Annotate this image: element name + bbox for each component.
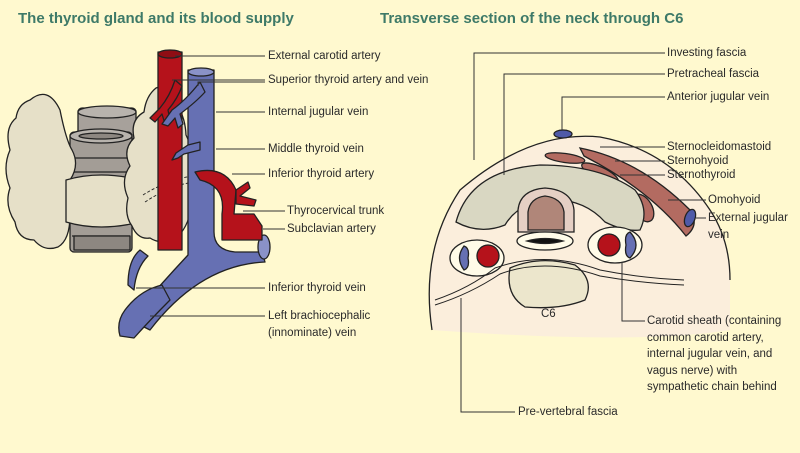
left-leader-lines bbox=[136, 55, 285, 317]
label-sternothyroid: Sternothyroid bbox=[667, 169, 736, 181]
sternohyoid-muscle bbox=[544, 152, 586, 164]
inferior-thyroid-artery bbox=[194, 169, 263, 241]
label-internal-jugular-vein: Internal jugular vein bbox=[268, 106, 369, 118]
sternocleidomastoid-muscle bbox=[578, 147, 695, 237]
label-line: External jugular bbox=[708, 212, 788, 224]
label-line: Left brachiocephalic bbox=[268, 310, 371, 322]
label-sternohyoid: Sternohyoid bbox=[667, 155, 729, 167]
label-external-carotid-artery: External carotid artery bbox=[268, 50, 381, 62]
label-investing-fascia: Investing fascia bbox=[667, 47, 747, 59]
label-sternocleidomastoid: Sternocleidomastoid bbox=[667, 141, 772, 153]
c6-vertebra bbox=[508, 260, 589, 309]
middle-thyroid-vein bbox=[171, 141, 201, 161]
external-jugular-vein bbox=[683, 208, 697, 228]
label-pretracheal-fascia: Pretracheal fascia bbox=[667, 68, 760, 80]
left-panel-title: The thyroid gland and its blood supply bbox=[18, 10, 294, 27]
right-leader-lines bbox=[460, 52, 706, 413]
thyroid-left-lobe bbox=[5, 93, 77, 250]
superior-thyroid-vein bbox=[161, 81, 206, 129]
anterior-jugular-vein bbox=[553, 129, 573, 139]
label-external-jugular-vein: External jugular vein bbox=[708, 210, 788, 243]
label-line: sympathetic chain behind bbox=[647, 381, 777, 393]
label-omohyoid: Omohyoid bbox=[708, 194, 761, 206]
label-subclavian-artery: Subclavian artery bbox=[287, 223, 376, 235]
label-line: vagus nerve) with bbox=[647, 364, 738, 377]
label-line: internal jugular vein, and bbox=[647, 348, 773, 360]
label-prevertebral-fascia: Pre-vertebral fascia bbox=[518, 406, 618, 418]
label-inferior-thyroid-vein: Inferior thyroid vein bbox=[268, 282, 366, 294]
thyroid-illustration bbox=[5, 49, 271, 339]
label-line: vein bbox=[708, 228, 730, 241]
neck-cross-section bbox=[428, 129, 731, 338]
label-superior-thyroid-artery-vein: Superior thyroid artery and vein bbox=[268, 74, 429, 86]
label-left-brachiocephalic-vein: Left brachiocephalic (innominate) vein bbox=[268, 308, 370, 341]
label-c6: C6 bbox=[541, 308, 556, 320]
label-line: (innominate) vein bbox=[268, 326, 357, 339]
label-line: common carotid artery, bbox=[647, 331, 764, 344]
right-panel-title: Transverse section of the neck through C… bbox=[380, 10, 684, 27]
left-brachiocephalic-vein bbox=[118, 284, 171, 339]
label-inferior-thyroid-artery: Inferior thyroid artery bbox=[268, 168, 375, 180]
label-thyrocervical-trunk: Thyrocervical trunk bbox=[287, 205, 385, 217]
label-anterior-jugular-vein: Anterior jugular vein bbox=[667, 91, 770, 103]
superior-thyroid-artery bbox=[149, 79, 183, 125]
label-line: Carotid sheath (containing bbox=[647, 315, 782, 327]
inferior-thyroid-vein bbox=[127, 249, 149, 291]
label-middle-thyroid-vein: Middle thyroid vein bbox=[268, 143, 364, 155]
label-carotid-sheath: Carotid sheath (containing common caroti… bbox=[647, 313, 781, 396]
